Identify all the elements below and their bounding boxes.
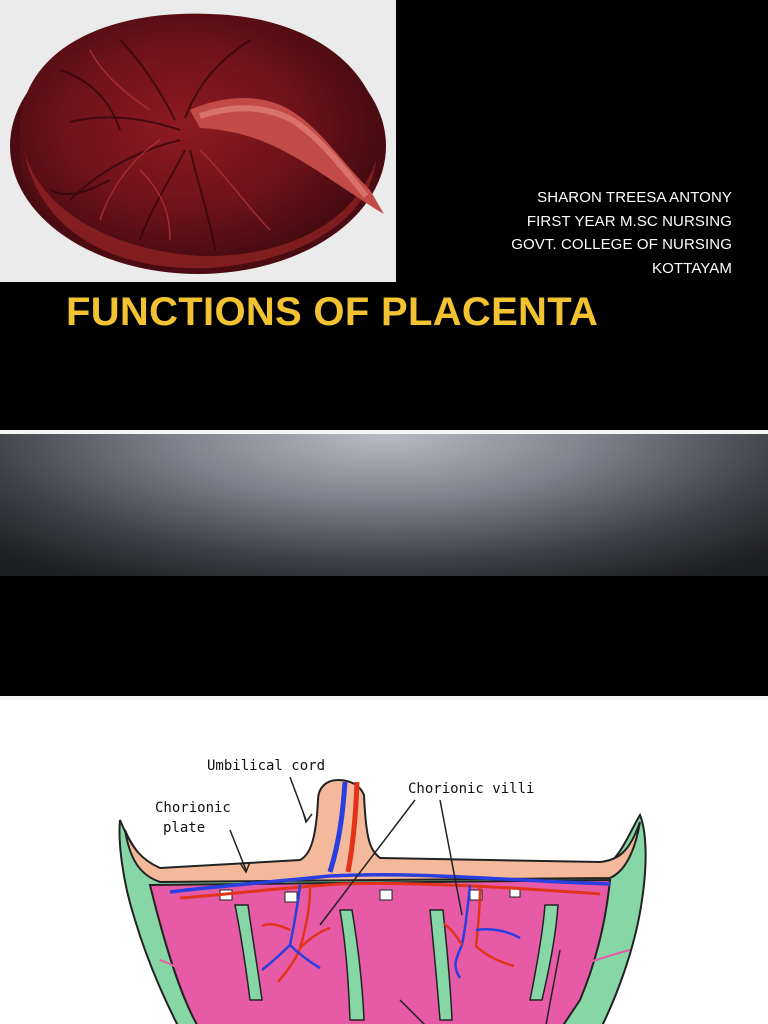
label-chorionic-villi: Chorionic villi — [408, 781, 534, 797]
author-location: KOTTAYAM — [372, 257, 732, 281]
label-chorionic-plate-2: plate — [163, 820, 205, 836]
label-chorionic-plate-1: Chorionic — [155, 800, 231, 816]
slide-title: FUNCTIONS OF PLACENTA — [66, 290, 598, 335]
author-block: SHARON TREESA ANTONY FIRST YEAR M.SC NUR… — [372, 186, 732, 280]
placenta-cross-section-diagram: Umbilical cord Chorionic villi Chorionic… — [0, 700, 768, 1024]
title-slide: SHARON TREESA ANTONY FIRST YEAR M.SC NUR… — [0, 0, 768, 430]
author-institution: GOVT. COLLEGE OF NURSING — [372, 233, 732, 257]
placenta-image — [0, 0, 396, 282]
author-name: SHARON TREESA ANTONY — [372, 186, 732, 210]
gradient-band — [0, 434, 768, 576]
author-course: FIRST YEAR M.SC NURSING — [372, 210, 732, 234]
diagram-slide: Umbilical cord Chorionic villi Chorionic… — [0, 700, 768, 1024]
placenta-photo — [0, 0, 396, 282]
blank-slide — [0, 434, 768, 696]
label-umbilical-cord: Umbilical cord — [207, 758, 325, 774]
